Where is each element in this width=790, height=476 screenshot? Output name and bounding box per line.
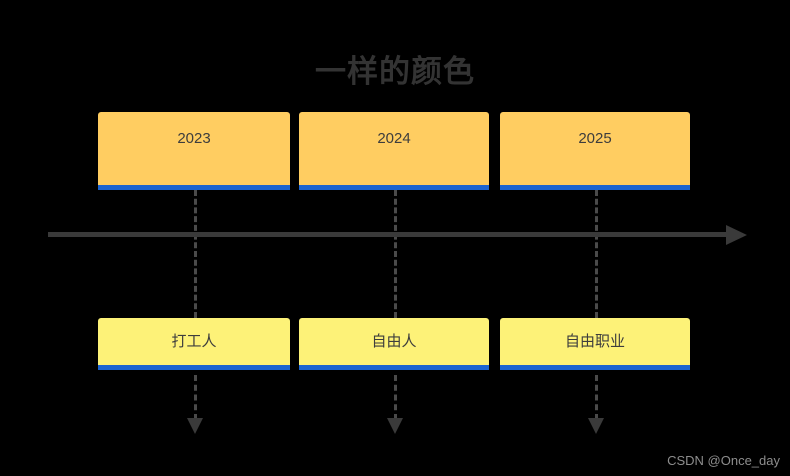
timeline-axis	[48, 232, 732, 237]
role-card-2025[interactable]: 自由职业	[500, 318, 690, 370]
period-card-label: 2023	[177, 129, 211, 147]
period-card-label: 2025	[578, 129, 612, 147]
role-card-label: 自由职业	[564, 332, 625, 350]
connector-line-upper-2025	[595, 190, 598, 318]
period-card-2023[interactable]: 2023	[98, 112, 290, 190]
connector-line-lower-2025	[595, 375, 598, 420]
connector-line-lower-2024	[394, 375, 397, 420]
period-card-label: 2024	[377, 129, 411, 147]
down-arrow-icon-2023	[187, 418, 203, 434]
page-title: 一样的颜色	[315, 54, 475, 89]
connector-line-upper-2024	[394, 190, 397, 318]
watermark: CSDN @Once_day	[667, 453, 780, 468]
role-card-label: 打工人	[171, 332, 217, 350]
down-arrow-icon-2024	[387, 418, 403, 434]
role-card-label: 自由人	[371, 332, 417, 350]
role-card-2024[interactable]: 自由人	[299, 318, 489, 370]
timeline-arrow-icon	[726, 225, 747, 245]
down-arrow-icon-2025	[588, 418, 604, 434]
role-card-2023[interactable]: 打工人	[98, 318, 290, 370]
connector-line-lower-2023	[194, 375, 197, 420]
period-card-2024[interactable]: 2024	[299, 112, 489, 190]
period-card-2025[interactable]: 2025	[500, 112, 690, 190]
connector-line-upper-2023	[194, 190, 197, 318]
